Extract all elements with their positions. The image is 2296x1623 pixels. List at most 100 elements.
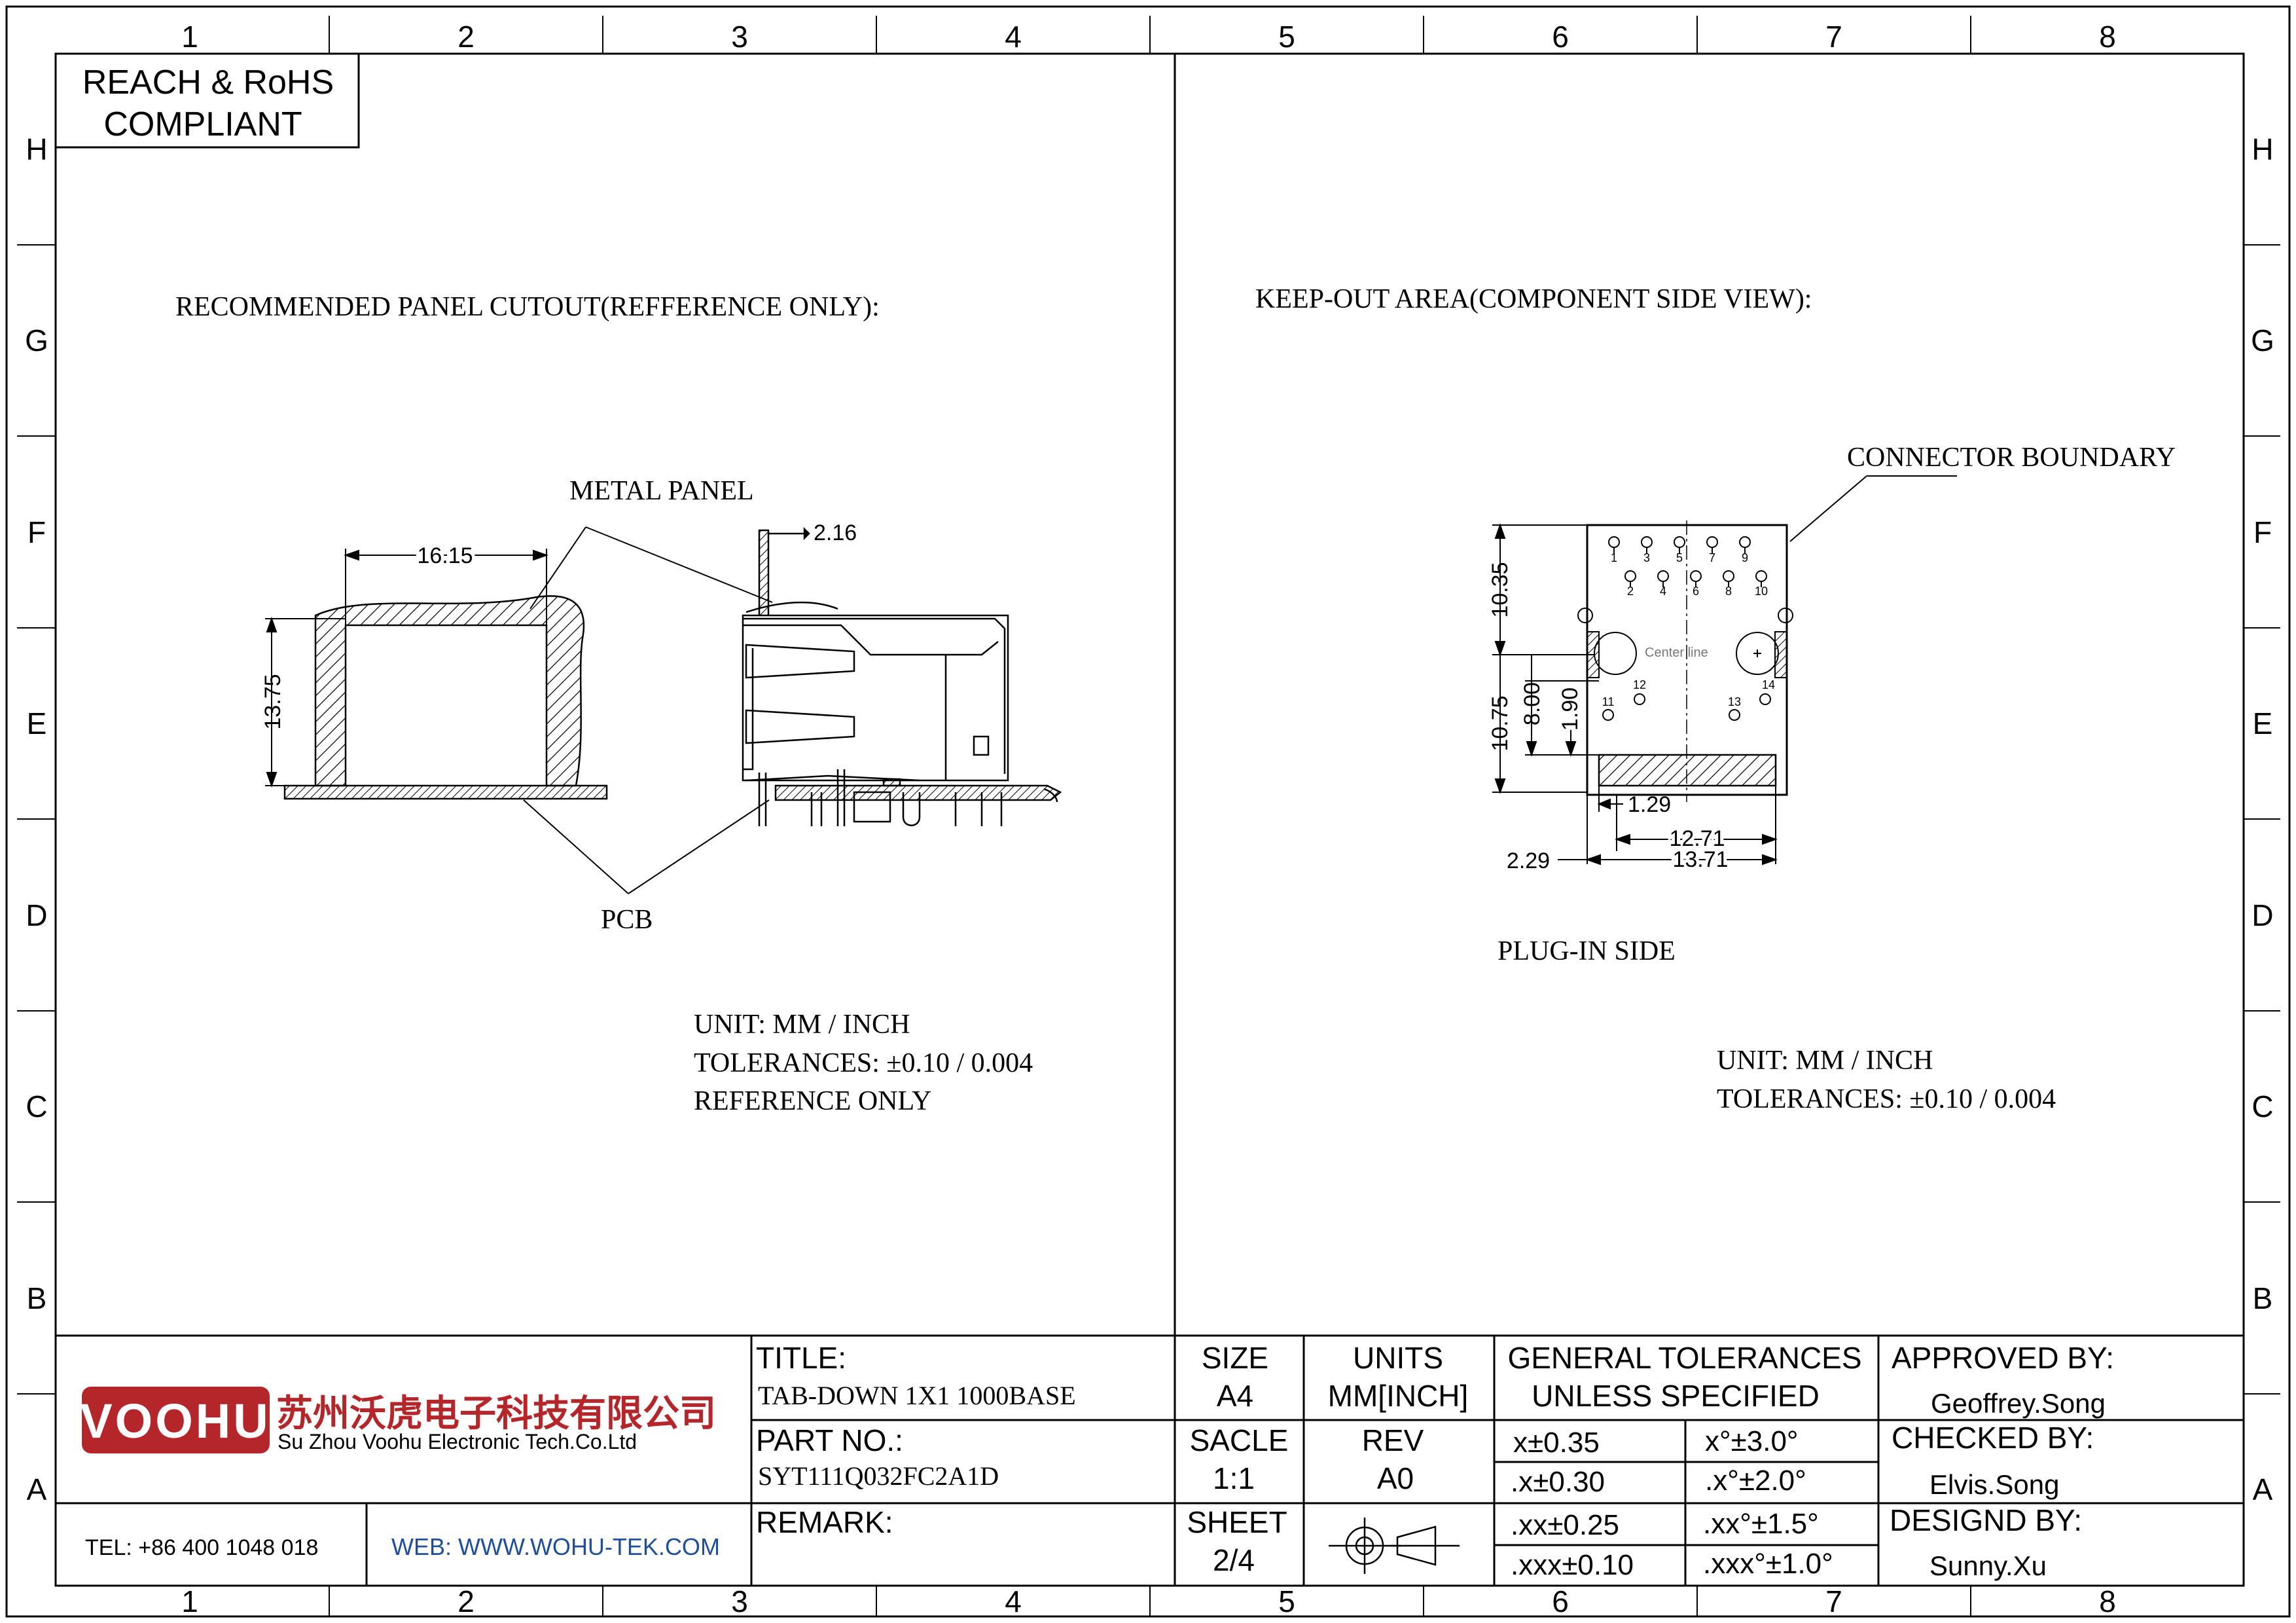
scale-label: SACLE: [1190, 1423, 1289, 1457]
remark-label: REMARK:: [756, 1505, 893, 1539]
approved-value: Geoffrey.Song: [1931, 1388, 2106, 1419]
pin-label: 14: [1762, 678, 1775, 691]
left-note-tolerance: TOLERANCES: ±0.10 / 0.004: [694, 1048, 1033, 1078]
connector-boundary-label: CONNECTOR BOUNDARY: [1847, 443, 2176, 473]
col-label-top: 8: [2099, 20, 2116, 54]
pin-label: 4: [1660, 585, 1666, 598]
title-label: TITLE:: [756, 1341, 846, 1375]
col-label-top: 3: [731, 20, 748, 54]
company-name-cn: 苏州沃虎电子科技有限公司: [276, 1393, 716, 1435]
scale-value: 1:1: [1213, 1461, 1255, 1495]
compliance-box: [54, 52, 360, 149]
plug-in-side-label: PLUG-IN SIDE: [1498, 936, 1676, 966]
col-label-bottom: 6: [1552, 1584, 1569, 1618]
projection-symbol-icon: [1329, 1518, 1460, 1574]
tol-linear: .x±0.30: [1511, 1466, 1605, 1498]
pin-label: 2: [1627, 585, 1634, 598]
pcb-label: PCB: [601, 905, 653, 935]
dim-panel-thickness: 2.16: [814, 520, 857, 545]
tol-linear: x±0.35: [1513, 1427, 1600, 1459]
row-label-left: B: [27, 1281, 47, 1315]
right-heading: KEEP-OUT AREA(COMPONENT SIDE VIEW):: [1255, 284, 1812, 314]
col-label-top: 5: [1278, 20, 1295, 54]
checked-value: Elvis.Song: [1929, 1469, 2059, 1500]
right-note-unit: UNIT: MM / INCH: [1717, 1046, 1933, 1076]
size-value: A4: [1217, 1379, 1253, 1413]
col-label-bottom: 4: [1005, 1584, 1022, 1618]
dim-2-29: 2.29: [1507, 848, 1550, 873]
left-note-unit: UNIT: MM / INCH: [694, 1010, 910, 1040]
pin-label: 8: [1725, 585, 1732, 598]
title-block: [56, 1334, 2244, 1586]
part-value: SYT111Q032FC2A1D: [758, 1461, 999, 1491]
design-label: DESIGND BY:: [1890, 1503, 2082, 1537]
column-ticks: [329, 16, 1971, 1616]
dim-1-90: 1.90: [1558, 687, 1583, 731]
tol-angular: .xxx°±1.0°: [1703, 1548, 1833, 1580]
size-label: SIZE: [1202, 1341, 1268, 1375]
row-label-left: G: [25, 323, 48, 357]
dim-10-75: 10.75: [1488, 695, 1513, 751]
company-name-en: Su Zhou Voohu Electronic Tech.Co.Ltd: [278, 1430, 637, 1453]
dim-13-71: 13.71: [1672, 847, 1728, 872]
pin-row-bottom: [1624, 570, 1767, 587]
general-tolerances-line1: GENERAL TOLERANCES: [1507, 1341, 1861, 1375]
panel-cutout-hatched: [314, 595, 585, 787]
keep-out-area: [1598, 754, 1777, 787]
right-note-tolerance: TOLERANCES: ±0.10 / 0.004: [1717, 1084, 2056, 1114]
col-label-top: 2: [457, 20, 475, 54]
row-ticks: [17, 244, 2280, 1395]
dim-8-00: 8.00: [1520, 682, 1545, 725]
pin-label: 7: [1709, 551, 1715, 564]
rev-value: A0: [1377, 1461, 1414, 1495]
brand-logo: [82, 1387, 270, 1453]
tol-angular: x°±3.0°: [1705, 1425, 1799, 1457]
pin-label: 13: [1728, 695, 1741, 708]
left-view: RECOMMENDED PANEL CUTOUT(REFFERENCE ONLY…: [175, 292, 1062, 1116]
compliance-line1: REACH & RoHS: [82, 64, 334, 101]
mounting-holes: [1594, 632, 1779, 675]
general-tolerances-line2: UNLESS SPECIFIED: [1532, 1379, 1820, 1413]
dim-width: 16.15: [417, 543, 473, 568]
col-label-top: 7: [1825, 20, 1842, 54]
metal-panel-label: METAL PANEL: [569, 476, 754, 506]
col-label-bottom: 8: [2099, 1584, 2116, 1618]
dim-12-71: 12.71: [1669, 826, 1725, 851]
tol-linear: .xx±0.25: [1511, 1509, 1619, 1541]
units-value: MM[INCH]: [1328, 1379, 1469, 1413]
center-line-label: Center line: [1645, 646, 1708, 660]
row-label-right: G: [2251, 323, 2274, 357]
pin-label: 5: [1676, 551, 1683, 564]
row-label-right: H: [2251, 132, 2273, 166]
row-label-right: D: [2251, 898, 2273, 932]
pin-label: 6: [1693, 585, 1699, 598]
outer-border: [5, 5, 2291, 1618]
col-label-bottom: 5: [1278, 1584, 1295, 1618]
col-label-bottom: 3: [731, 1584, 748, 1618]
pin-label: 10: [1755, 585, 1768, 598]
row-label-right: B: [2253, 1281, 2273, 1315]
col-label-top: 1: [181, 20, 198, 54]
design-value: Sunny.Xu: [1929, 1550, 2047, 1581]
left-note-reference: REFERENCE ONLY: [694, 1086, 931, 1116]
pin-label: 12: [1633, 678, 1646, 691]
col-label-bottom: 1: [181, 1584, 198, 1618]
part-label: PART NO.:: [756, 1423, 903, 1457]
row-label-right: F: [2253, 515, 2272, 549]
col-label-bottom: 7: [1825, 1584, 1842, 1618]
rev-label: REV: [1362, 1423, 1424, 1457]
dim-height: 13.75: [260, 674, 285, 729]
sheet-value: 2/4: [1213, 1543, 1255, 1577]
pin-label: 3: [1643, 551, 1650, 564]
title-value: TAB-DOWN 1X1 1000BASE: [758, 1381, 1076, 1410]
sheet-label: SHEET: [1187, 1505, 1287, 1539]
col-label-top: 4: [1005, 20, 1022, 54]
dim-1-29: 1.29: [1628, 792, 1671, 817]
row-label-left: A: [27, 1472, 47, 1506]
col-label-bottom: 2: [457, 1584, 475, 1618]
pin-label: 11: [1602, 695, 1615, 708]
row-label-left: D: [26, 898, 47, 932]
row-label-left: E: [27, 706, 47, 740]
web-link[interactable]: WEB: WWW.WOHU-TEK.COM: [391, 1533, 720, 1560]
